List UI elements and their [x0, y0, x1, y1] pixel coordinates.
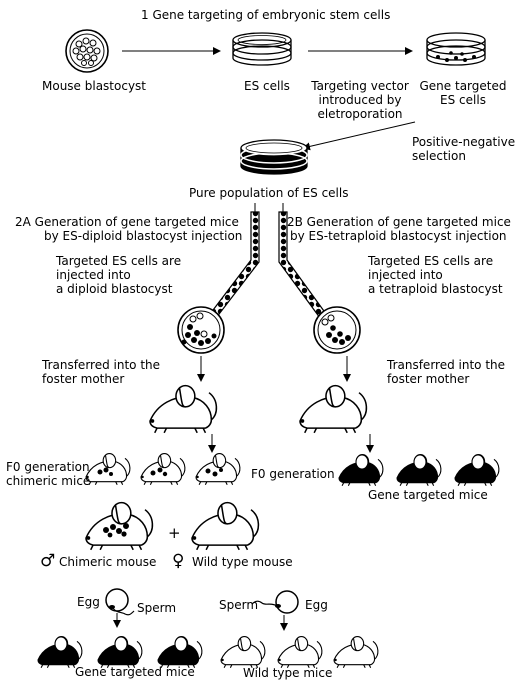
panel-2a-f0-line-1: F0 generation	[6, 460, 90, 474]
targeted-line-1: Gene targeted	[419, 79, 507, 93]
panel-2a-heading-line-1: 2A Generation of gene targeted mice	[15, 215, 239, 229]
mouse-blastocyst-label: Mouse blastocyst	[42, 79, 147, 93]
panel-2a-injection-line-2: injected into	[56, 268, 131, 282]
wild-type-mouse-label: Wild type mouse	[192, 555, 293, 569]
panel-2b-injection-line-2: injected into	[368, 268, 443, 282]
panel-2a-heading: 2A Generation of gene targeted mice by E…	[15, 215, 242, 243]
panel-2a-injection-line-1: Targeted ES cells are	[56, 254, 182, 268]
es-cells-dish-icon	[232, 32, 292, 66]
pure-population-label: Pure population of ES cells	[189, 186, 349, 200]
panel-2a-heading-line-2: by ES-diploid blastocyst injection	[44, 229, 243, 243]
panel-2b-injection-label: Targeted ES cells are injected into a te…	[368, 254, 503, 296]
es-cells-label: ES cells	[244, 79, 290, 93]
foster-mother-left	[149, 384, 218, 434]
chimeric-mouse-1	[85, 453, 131, 486]
gene-targeted-offspring-label: Gene targeted mice	[75, 665, 195, 679]
foster-mother-right	[299, 384, 368, 434]
offspring-targeted-ears	[54, 636, 188, 652]
panel-2b-heading: 2B Generation of gene targeted mice by E…	[287, 215, 511, 243]
mouse-blastocyst-icon	[65, 29, 109, 73]
vector-line-1: Targeting vector	[311, 79, 409, 93]
panel-2b-transfer-line-2: foster mother	[387, 372, 470, 386]
panel-2a-f0-label: F0 generation chimeric mice	[6, 460, 90, 488]
panel-2a-transfer-line-1: Transferred into the	[42, 358, 161, 372]
selection-line-1: Positive-negative	[412, 135, 516, 149]
egg-sperm-right	[251, 590, 299, 614]
vector-line-3: eletroporation	[317, 107, 403, 121]
selection-label: Positive-negative selection	[412, 135, 515, 163]
diploid-blastocyst-icon	[177, 306, 225, 354]
panel-2a-transfer-line-2: foster mother	[42, 372, 125, 386]
panel-2b-injection-line-1: Targeted ES cells are	[368, 254, 494, 268]
offspring-wildtype-2	[277, 636, 323, 669]
wild-type-offspring-label: Wild type mice	[243, 666, 333, 680]
chimeric-mouse-2	[140, 453, 186, 486]
sperm-label-left: Sperm	[137, 601, 177, 615]
chimeric-mouse-label: Chimeric mouse	[59, 555, 157, 569]
panel-2a-injection-line-3: a diploid blastocyst	[56, 282, 173, 296]
targeted-cells-label: Gene targeted ES cells	[418, 79, 508, 107]
panel-2a-f0-line-2: chimeric mice	[6, 474, 91, 488]
panel-2a-injection-label: Targeted ES cells are injected into a di…	[56, 254, 181, 296]
plus-sign: +	[168, 524, 181, 542]
panel-2b-injection-line-3: a tetraploid blastocyst	[368, 282, 503, 296]
panel-2b-transfer-label: Transferred into the foster mother	[387, 358, 505, 386]
targeted-f0-ears	[355, 454, 485, 470]
gene-targeted-dish-icon	[426, 32, 486, 66]
panel-2b-heading-line-1: 2B Generation of gene targeted mice	[287, 215, 511, 229]
wild-type-female-mouse	[191, 501, 260, 551]
vector-line-2: introduced by	[318, 93, 402, 107]
panel-2b-heading-line-2: by ES-tetraploid blastocyst injection	[290, 229, 507, 243]
vector-label: Targeting vector introduced by eletropor…	[307, 79, 413, 121]
sperm-label-right: Sperm	[219, 598, 259, 612]
male-symbol: ♂	[40, 551, 56, 571]
egg-sperm-left	[105, 588, 135, 616]
arrow-to-pure-population	[302, 121, 416, 151]
offspring-wildtype-1	[220, 636, 266, 669]
offspring-wildtype-3	[333, 636, 379, 669]
female-symbol: ♀	[172, 551, 185, 571]
chimeric-mouse-3	[195, 453, 241, 486]
egg-label-left: Egg	[77, 595, 100, 609]
chimeric-male-mouse	[85, 501, 154, 551]
targeted-line-2: ES cells	[440, 93, 486, 107]
pure-population-dish-icon	[240, 139, 308, 175]
panel-2a-transfer-label: Transferred into the foster mother	[42, 358, 160, 386]
panel-2b-transfer-line-1: Transferred into the	[387, 358, 506, 372]
tetraploid-blastocyst-icon	[313, 306, 361, 354]
egg-label-right: Egg	[305, 598, 328, 612]
panel-2b-f0-label: F0 generation	[251, 467, 335, 481]
figure-title: 1 Gene targeting of embryonic stem cells	[141, 8, 391, 22]
selection-line-2: selection	[412, 149, 466, 163]
panel-2b-f0-result-label: Gene targeted mice	[368, 488, 488, 502]
